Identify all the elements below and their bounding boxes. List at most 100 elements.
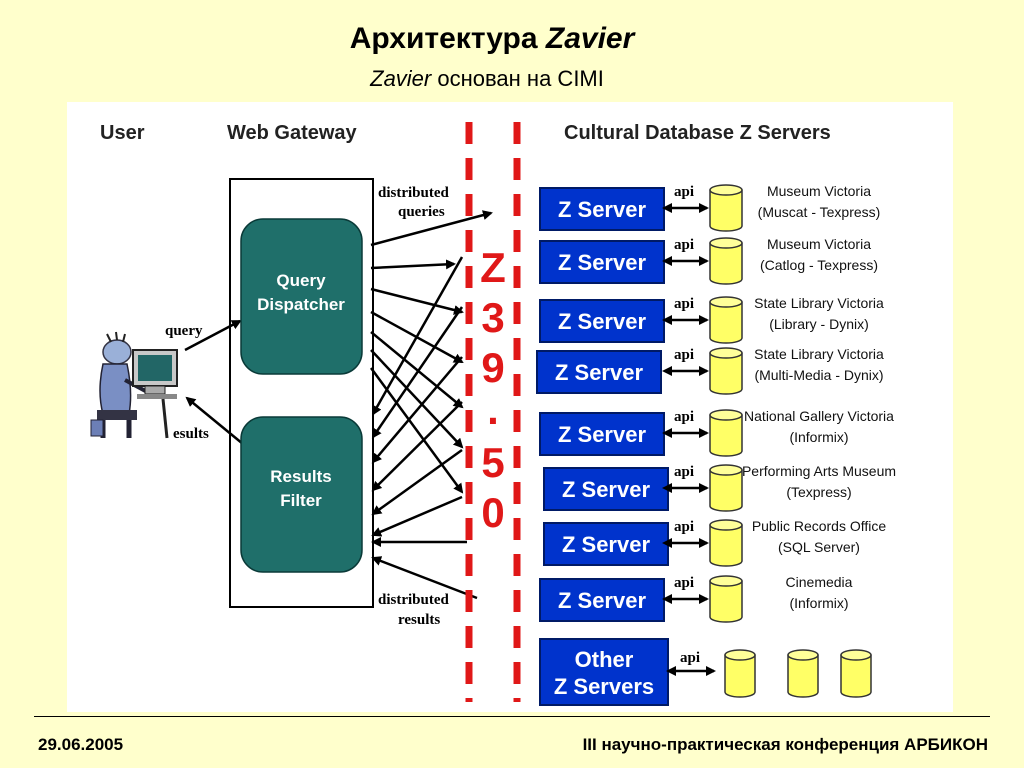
database-name: State Library Victoria — [754, 295, 884, 311]
api-label: api — [674, 184, 694, 200]
database-cylinder-top — [709, 464, 743, 476]
api-label: api — [674, 519, 694, 535]
subtitle-emphasis: Zavier — [370, 66, 432, 91]
database-cylinder-top — [709, 296, 743, 308]
database-system: (SQL Server) — [778, 539, 860, 555]
column-header-web-gateway: Web Gateway — [227, 122, 358, 144]
protocol-char-0: 0 — [481, 489, 504, 536]
z-server-button — [536, 350, 662, 394]
other-z-servers-button — [539, 638, 669, 706]
z-server-button — [539, 578, 665, 622]
database-cylinder-icon — [709, 190, 743, 232]
crossing-arrows — [369, 210, 493, 600]
web-gateway-frame — [229, 178, 374, 608]
other-z-servers-line1: Other — [575, 647, 634, 672]
database-system: (Multi-Media - Dynix) — [754, 367, 883, 383]
database-cylinder-icon — [709, 525, 743, 567]
z-server-label: Z Server — [558, 250, 646, 275]
user-at-computer-icon — [90, 331, 178, 439]
footer-date: 29.06.2005 — [38, 735, 124, 754]
database-cylinder-top — [709, 184, 743, 196]
api-label: api — [674, 409, 694, 425]
server-row: Z Server api Museum Victoria (Muscat - Texp… — [539, 183, 881, 232]
database-name: National Gallery Victoria — [744, 408, 894, 424]
subtitle-rest: основан на CIMI — [437, 66, 604, 91]
other-api-label: api — [680, 650, 700, 666]
server-row: Z Server api State Library Victoria (Multi-… — [536, 346, 884, 395]
z-server-label: Z Server — [558, 197, 646, 222]
database-cylinder-icon — [709, 581, 743, 623]
label-distributed-queries-1: distributed — [378, 185, 450, 201]
z-server-label: Z Server — [562, 477, 650, 502]
other-z-servers-line2: Z Servers — [554, 674, 654, 699]
label-distributed-queries-2: queries — [398, 204, 445, 220]
architecture-diagram: User Web Gateway Cultural Database Z Ser… — [67, 102, 953, 712]
protocol-char-3: 3 — [481, 294, 504, 341]
database-name: Museum Victoria — [767, 183, 871, 199]
database-system: (Catlog - Texpress) — [760, 257, 878, 273]
other-database-icons — [724, 649, 872, 698]
database-name: Performing Arts Museum — [742, 463, 896, 479]
z-server-button — [539, 299, 665, 343]
database-system: (Library - Dynix) — [769, 316, 869, 332]
column-header-user: User — [100, 122, 145, 144]
footer-divider — [34, 716, 990, 717]
database-system: (Informix) — [789, 429, 848, 445]
database-cylinder-top — [709, 409, 743, 421]
results-filter-box — [240, 416, 363, 573]
footer-conference: III научно-практическая конференция АРБИ… — [582, 735, 988, 754]
arrow-filter-to-user — [185, 396, 244, 445]
z-server-button — [539, 240, 665, 284]
query-dispatcher-box — [240, 218, 363, 375]
z-server-label: Z Server — [558, 422, 646, 447]
z-server-button — [539, 187, 665, 231]
database-cylinder-icon — [709, 353, 743, 395]
server-row: Z Server api State Library Victoria (Librar… — [539, 295, 884, 344]
api-label: api — [674, 347, 694, 363]
label-distributed-results-2: results — [398, 612, 440, 628]
z-server-button — [539, 412, 665, 456]
z-server-button — [543, 467, 669, 511]
query-dispatcher-line1: Query — [276, 271, 326, 290]
slide-title: Архитектура Zavier — [0, 22, 984, 56]
database-name: State Library Victoria — [754, 346, 884, 362]
api-label: api — [674, 575, 694, 591]
query-dispatcher-line2: Dispatcher — [257, 295, 345, 314]
z-server-button — [543, 522, 669, 566]
protocol-char-z: Z — [480, 244, 506, 291]
database-name: Public Records Office — [752, 518, 887, 534]
z-server-label: Z Server — [558, 588, 646, 613]
label-results: esults — [173, 426, 209, 442]
title-emphasis: Zavier — [545, 22, 635, 55]
server-row: Z Server api Performing Arts Museum (Texpre… — [543, 463, 896, 512]
database-cylinder-icon — [709, 302, 743, 344]
database-cylinder-top — [709, 575, 743, 587]
protocol-char-5: 5 — [481, 439, 504, 486]
database-cylinder-top — [709, 347, 743, 359]
database-cylinder-top — [709, 519, 743, 531]
api-label: api — [674, 296, 694, 312]
database-cylinder-icon — [709, 243, 743, 285]
database-cylinder-icon — [709, 415, 743, 457]
server-row: Z Server api National Gallery Victoria (Inf… — [539, 408, 894, 457]
database-system: (Texpress) — [786, 484, 851, 500]
database-system: (Muscat - Texpress) — [758, 204, 881, 220]
z-server-label: Z Server — [558, 309, 646, 334]
results-filter-line1: Results — [270, 467, 331, 486]
server-rows: Z Server api Museum Victoria (Muscat - Texp… — [536, 183, 896, 623]
results-filter-line2: Filter — [280, 491, 322, 510]
protocol-char-9: 9 — [481, 344, 504, 391]
api-label: api — [674, 237, 694, 253]
diagram-svg: User Web Gateway Cultural Database Z Ser… — [90, 122, 896, 706]
server-row: Z Server api Public Records Office (SQL Ser… — [543, 518, 887, 567]
slide-subtitle: Zavier основан на CIMI — [0, 66, 974, 92]
z-server-label: Z Server — [562, 532, 650, 557]
database-cylinder-top — [709, 237, 743, 249]
api-label: api — [674, 464, 694, 480]
z-server-label: Z Server — [555, 360, 643, 385]
database-name: Cinemedia — [786, 574, 853, 590]
label-distributed-results-1: distributed — [378, 592, 450, 608]
title-prefix: Архитектура — [349, 22, 538, 55]
